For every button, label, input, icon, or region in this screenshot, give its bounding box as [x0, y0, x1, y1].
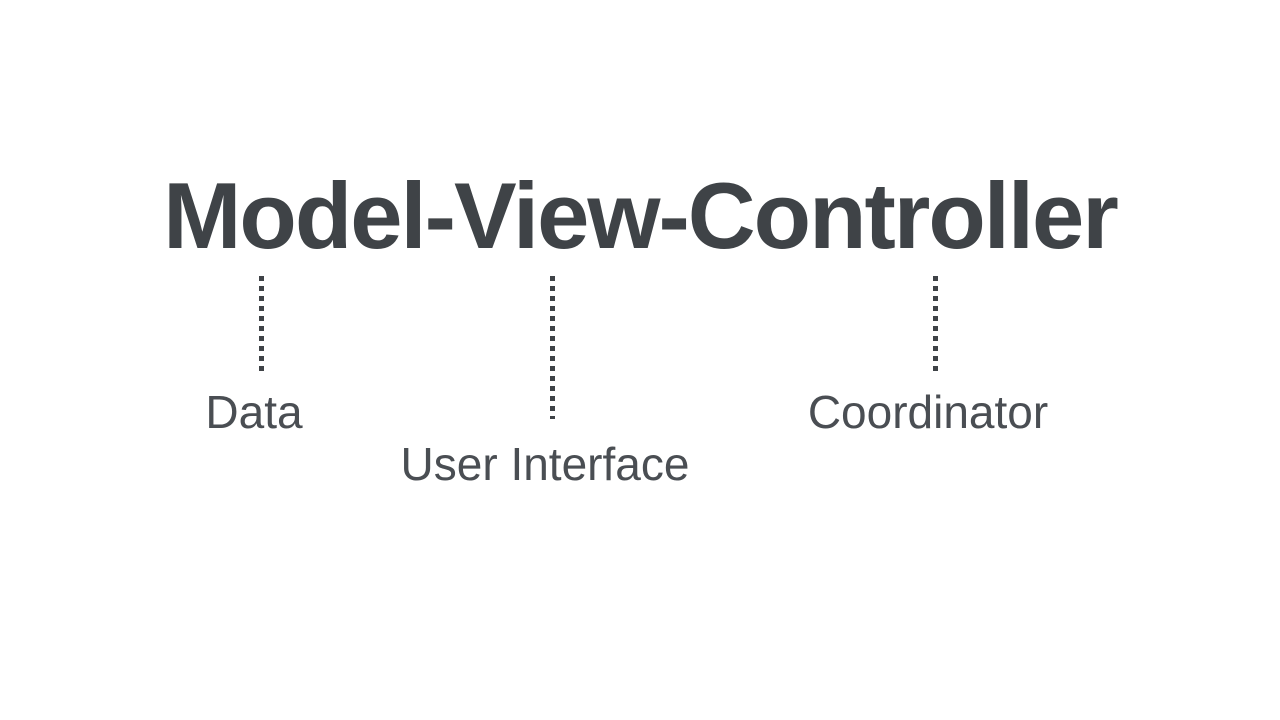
- dotted-connector-view: [550, 276, 555, 419]
- label-controller-coordinator: Coordinator: [807, 386, 1049, 438]
- label-view-user-interface: User Interface: [400, 438, 690, 490]
- dotted-connector-controller: [933, 276, 938, 371]
- label-model-data: Data: [205, 386, 303, 438]
- dotted-connector-model: [259, 276, 264, 371]
- diagram-title: Model-View-Controller: [163, 163, 1119, 268]
